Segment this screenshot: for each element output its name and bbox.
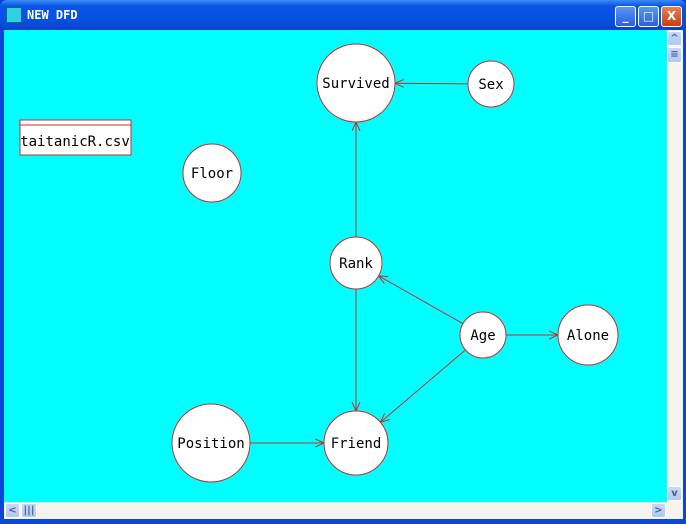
vertical-scrollbar[interactable]: ^ ≡ v (667, 30, 683, 502)
app-icon (6, 7, 22, 23)
title-bar[interactable]: NEW DFD _ □ X (0, 0, 686, 30)
horizontal-scrollbar[interactable]: < ||| > (4, 502, 667, 519)
node-survived[interactable]: Survived (316, 43, 396, 123)
node-alone[interactable]: Alone (557, 304, 619, 366)
node-circle[interactable] (182, 143, 242, 203)
file-node-label: taitanicR.csv (20, 134, 130, 150)
node-label: Alone (567, 328, 609, 344)
scroll-down-button[interactable]: v (667, 486, 682, 501)
node-circle[interactable] (557, 304, 619, 366)
node-label: Rank (339, 256, 373, 272)
window-title: NEW DFD (27, 8, 78, 22)
edge-age-to-friend[interactable] (380, 349, 466, 422)
node-sex[interactable]: Sex (467, 60, 515, 108)
node-label: Position (177, 436, 244, 452)
node-circle[interactable] (316, 43, 396, 123)
resize-grip[interactable] (667, 502, 683, 519)
node-floor[interactable]: Floor (182, 143, 242, 203)
node-circle[interactable] (171, 403, 251, 483)
vertical-scroll-thumb[interactable]: ≡ (667, 47, 682, 63)
edge-sex-to-survived[interactable] (395, 83, 469, 84)
node-circle[interactable] (459, 311, 507, 359)
node-label: Sex (478, 77, 503, 93)
horizontal-scroll-thumb[interactable]: ||| (21, 503, 37, 518)
scroll-left-button[interactable]: < (5, 503, 20, 518)
minimize-button[interactable]: _ (615, 6, 636, 27)
close-button[interactable]: X (661, 6, 682, 27)
node-rank[interactable]: Rank (329, 236, 383, 290)
node-age[interactable]: Age (459, 311, 507, 359)
node-position[interactable]: Position (171, 403, 251, 483)
node-circle[interactable] (467, 60, 515, 108)
scroll-up-button[interactable]: ^ (667, 31, 682, 46)
node-circle[interactable] (329, 236, 383, 290)
node-friend[interactable]: Friend (323, 410, 389, 476)
scroll-right-button[interactable]: > (651, 503, 666, 518)
node-label: Survived (322, 76, 389, 92)
node-label: Floor (191, 166, 233, 182)
node-label: Age (470, 328, 495, 344)
maximize-button[interactable]: □ (638, 6, 659, 27)
file-node[interactable]: taitanicR.csv (19, 119, 132, 156)
edge-age-to-rank[interactable] (379, 276, 464, 325)
node-label: Friend (331, 436, 382, 452)
node-circle[interactable] (323, 410, 389, 476)
